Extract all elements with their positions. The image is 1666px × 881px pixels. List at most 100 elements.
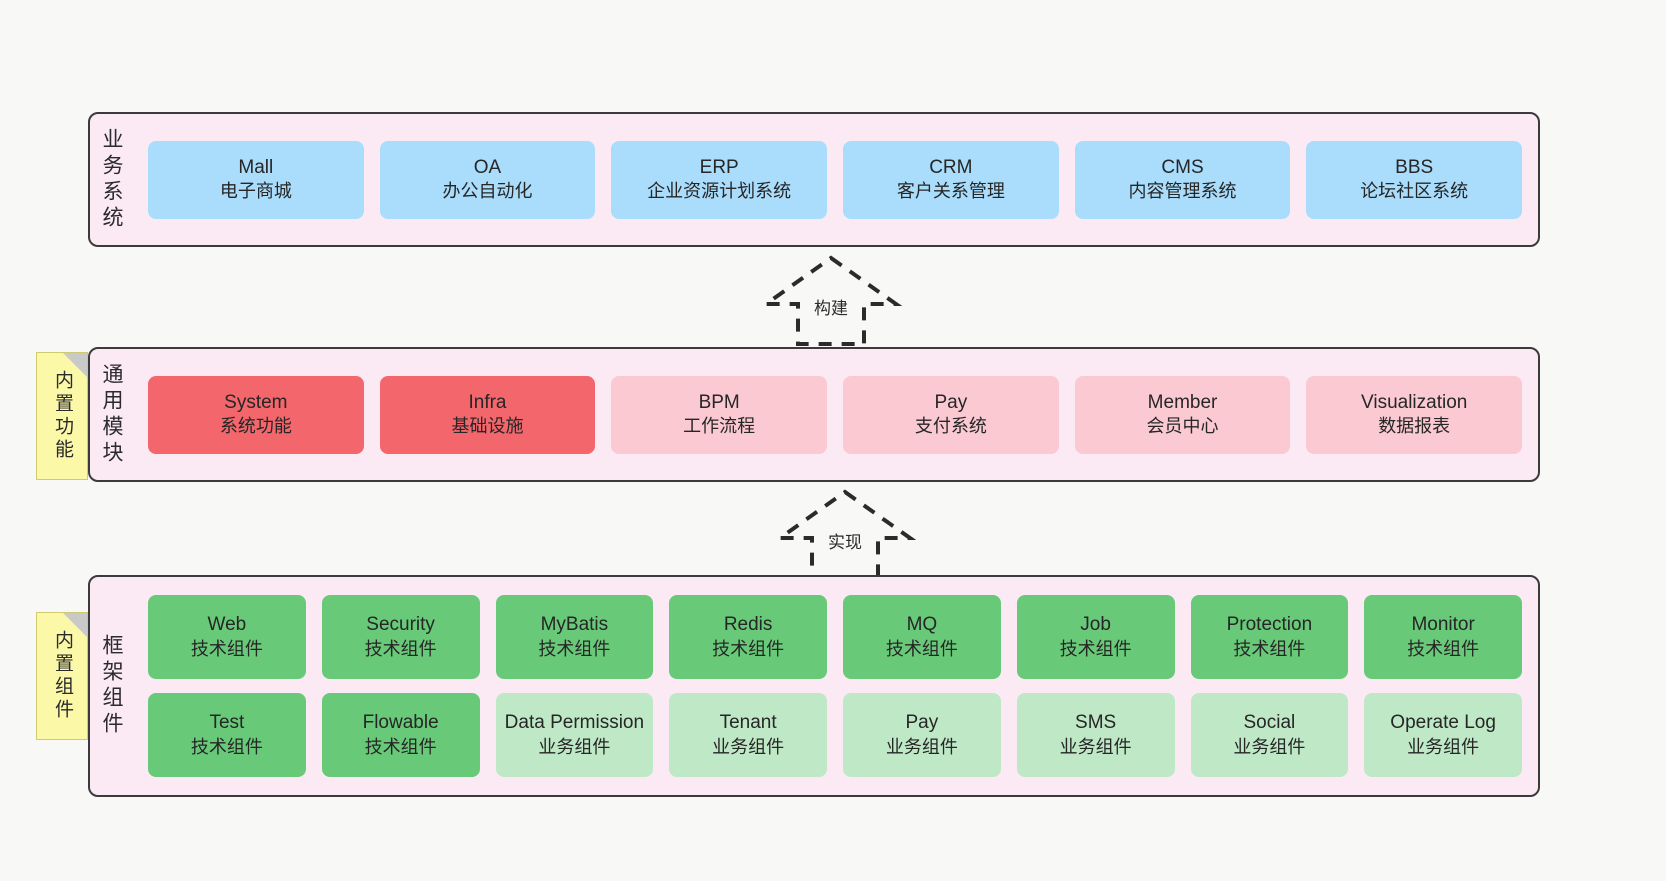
cell-row: Mall 电子商城 OA 办公自动化 ERP 企业资源计划系统 CRM 客户关系… [148, 140, 1523, 219]
cell-protection[interactable]: Protection 技术组件 [1190, 595, 1349, 679]
cell-title: Job [1080, 614, 1111, 636]
cell-title: System [224, 391, 288, 413]
layer-title-framework-text: 框架组件 [100, 634, 124, 738]
cell-tenant[interactable]: Tenant 业务组件 [669, 693, 827, 777]
layer-title-modules: 通用模块 [90, 349, 132, 480]
cell-title: Protection [1226, 614, 1313, 636]
cell-subtitle: 技术组件 [364, 638, 437, 659]
cell-test[interactable]: Test 技术组件 [148, 693, 306, 777]
cell-subtitle: 支付系统 [914, 416, 987, 437]
cell-subtitle: 技术组件 [885, 638, 958, 659]
cell-subtitle: 系统功能 [219, 416, 292, 437]
cell-subtitle: 客户关系管理 [896, 181, 1005, 202]
cell-sms[interactable]: SMS 业务组件 [1016, 693, 1175, 777]
cell-title: Operate Log [1390, 712, 1496, 734]
connector-build-label: 构建 [814, 299, 848, 318]
cell-security[interactable]: Security 技术组件 [321, 595, 480, 679]
cell-title: Redis [723, 614, 773, 636]
cell-subtitle: 工作流程 [683, 416, 756, 437]
cell-mall[interactable]: Mall 电子商城 [148, 140, 364, 219]
cell-job[interactable]: Job 技术组件 [1016, 595, 1175, 679]
cell-title: Visualization [1361, 391, 1468, 413]
cell-cms[interactable]: CMS 内容管理系统 [1074, 140, 1291, 219]
cell-member[interactable]: Member 会员中心 [1074, 375, 1291, 454]
layer-title-business: 业务系统 [90, 114, 132, 245]
cell-title: SMS [1075, 712, 1117, 734]
cell-row: Web 技术组件 Security 技术组件 MyBatis 技术组件 Redi… [148, 595, 1522, 679]
sticky-note-builtin-functions: 内置功能 [36, 352, 88, 480]
layer-body-framework: Web 技术组件 Security 技术组件 MyBatis 技术组件 Redi… [132, 577, 1538, 795]
layer-title-framework: 框架组件 [90, 577, 132, 795]
connector-implement: 实现 [770, 489, 920, 580]
cell-erp[interactable]: ERP 企业资源计划系统 [611, 140, 828, 219]
cell-subtitle: 基础设施 [451, 416, 524, 437]
cell-data-permission[interactable]: Data Permission 业务组件 [495, 693, 654, 777]
cell-subtitle: 业务组件 [1407, 736, 1480, 757]
cell-subtitle: 技术组件 [712, 638, 785, 659]
cell-title: Pay [934, 391, 968, 413]
cell-subtitle: 技术组件 [190, 736, 263, 757]
page-fold-icon [63, 613, 87, 637]
cell-mq[interactable]: MQ 技术组件 [843, 595, 1001, 679]
cell-social[interactable]: Social 业务组件 [1190, 693, 1349, 777]
cell-title: Flowable [362, 712, 439, 734]
layer-title-business-text: 业务系统 [100, 127, 124, 232]
cell-title: OA [473, 156, 502, 178]
cell-title: Data Permission [504, 712, 645, 734]
cell-title: MQ [906, 614, 938, 636]
sticky-note-builtin-components: 内置组件 [36, 612, 88, 740]
build-arrow-icon [759, 255, 903, 346]
layer-framework-components: 框架组件 Web 技术组件 Security 技术组件 MyBatis 技术组件… [88, 575, 1540, 797]
cell-title: Test [209, 712, 245, 734]
cell-flowable[interactable]: Flowable 技术组件 [321, 693, 480, 777]
cell-subtitle: 业务组件 [885, 736, 958, 757]
cell-subtitle: 技术组件 [1407, 638, 1480, 659]
cell-title: Social [1243, 712, 1296, 734]
cell-pay[interactable]: Pay 支付系统 [843, 375, 1059, 454]
layer-body-business: Mall 电子商城 OA 办公自动化 ERP 企业资源计划系统 CRM 客户关系… [132, 114, 1538, 245]
cell-title: Infra [468, 391, 507, 413]
cell-subtitle: 技术组件 [190, 638, 263, 659]
cell-monitor[interactable]: Monitor 技术组件 [1364, 595, 1522, 679]
cell-title: Member [1147, 391, 1218, 413]
sticky-note-builtin-functions-text: 内置功能 [51, 370, 73, 462]
cell-oa[interactable]: OA 办公自动化 [379, 140, 596, 219]
cell-subtitle: 数据报表 [1378, 416, 1451, 437]
layer-common-modules: 通用模块 System 系统功能 Infra 基础设施 BPM 工作流程 Pay [88, 347, 1540, 482]
cell-subtitle: 技术组件 [538, 638, 611, 659]
layer-body-modules: System 系统功能 Infra 基础设施 BPM 工作流程 Pay 支付系统… [132, 349, 1538, 480]
cell-title: Pay [905, 712, 939, 734]
cell-title: CMS [1161, 156, 1204, 178]
cell-row: System 系统功能 Infra 基础设施 BPM 工作流程 Pay 支付系统… [148, 375, 1523, 454]
cell-title: BPM [698, 391, 740, 413]
cell-title: Security [366, 614, 435, 636]
cell-title: BBS [1395, 156, 1434, 178]
cell-title: Monitor [1411, 614, 1475, 636]
cell-bbs[interactable]: BBS 论坛社区系统 [1306, 140, 1523, 219]
cell-subtitle: 企业资源计划系统 [647, 181, 792, 202]
cell-visualization[interactable]: Visualization 数据报表 [1306, 375, 1523, 454]
cell-subtitle: 业务组件 [712, 736, 785, 757]
cell-subtitle: 技术组件 [364, 736, 437, 757]
connector-build: 构建 [756, 255, 906, 346]
layer-business-systems: 业务系统 Mall 电子商城 OA 办公自动化 ERP 企业资源计划系统 CRM [88, 112, 1540, 247]
cell-operate-log[interactable]: Operate Log 业务组件 [1364, 693, 1522, 777]
sticky-note-builtin-components-text: 内置组件 [51, 630, 73, 722]
cell-subtitle: 论坛社区系统 [1360, 181, 1469, 202]
cell-infra[interactable]: Infra 基础设施 [379, 375, 596, 454]
cell-subtitle: 会员中心 [1146, 416, 1219, 437]
cell-mybatis[interactable]: MyBatis 技术组件 [495, 595, 654, 679]
cell-title: Tenant [719, 712, 777, 734]
connector-implement-label: 实现 [828, 533, 862, 552]
cell-crm[interactable]: CRM 客户关系管理 [843, 140, 1059, 219]
cell-subtitle: 技术组件 [1233, 638, 1306, 659]
cell-redis[interactable]: Redis 技术组件 [669, 595, 827, 679]
cell-pay-component[interactable]: Pay 业务组件 [843, 693, 1001, 777]
cell-system[interactable]: System 系统功能 [148, 375, 364, 454]
cell-subtitle: 电子商城 [219, 181, 292, 202]
cell-bpm[interactable]: BPM 工作流程 [611, 375, 828, 454]
cell-web[interactable]: Web 技术组件 [148, 595, 306, 679]
page-fold-icon [63, 353, 87, 377]
cell-subtitle: 技术组件 [1059, 638, 1132, 659]
